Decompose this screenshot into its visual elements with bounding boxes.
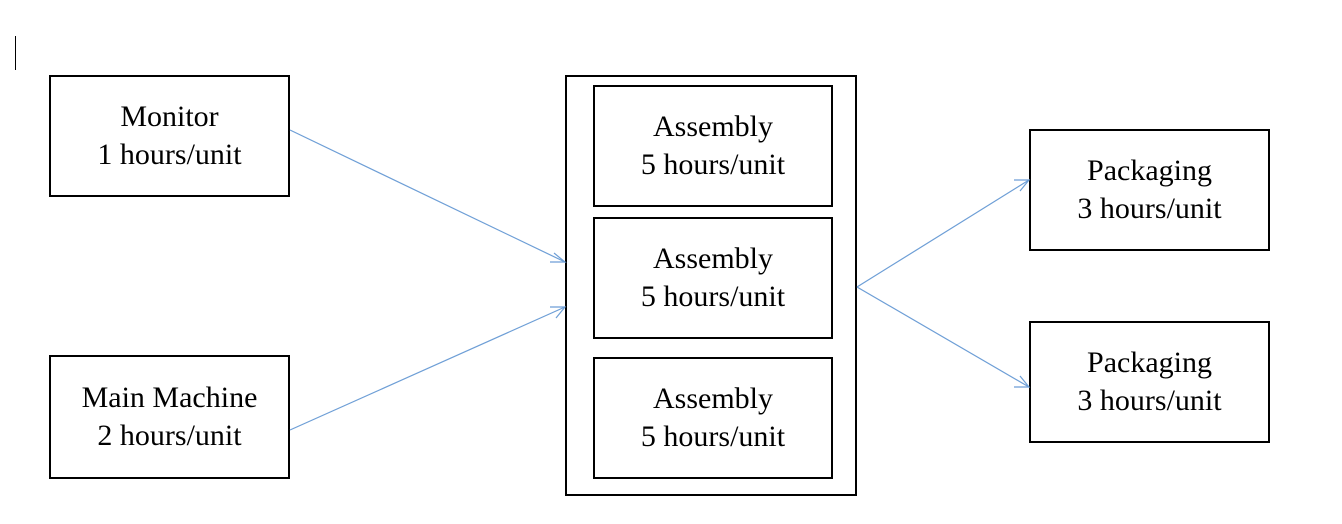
node-main-machine-name: Main Machine (81, 381, 258, 414)
node-assembly-2-rate: 5 hours/unit (640, 280, 786, 313)
node-assembly-1: Assembly 5 hours/unit (593, 85, 833, 207)
node-packaging-2: Packaging 3 hours/unit (1029, 321, 1270, 443)
node-assembly-3-name: Assembly (653, 382, 773, 415)
arrow-monitor-to-assembly (289, 129, 567, 263)
node-packaging-2-rate: 3 hours/unit (1077, 384, 1222, 417)
node-packaging-1-name: Packaging (1087, 154, 1212, 187)
node-assembly-2-name: Assembly (653, 242, 773, 275)
node-assembly-2: Assembly 5 hours/unit (593, 217, 833, 339)
node-main-machine-rate: 2 hours/unit (97, 419, 242, 452)
arrow-assembly-to-packaging-1 (856, 179, 1031, 288)
node-main-machine: Main Machine 2 hours/unit (49, 355, 290, 479)
node-monitor: Monitor 1 hours/unit (49, 75, 290, 197)
assembly-group (565, 75, 857, 496)
arrow-assembly-to-packaging-2 (856, 286, 1031, 388)
node-assembly-1-name: Assembly (653, 110, 773, 143)
node-monitor-rate: 1 hours/unit (97, 138, 242, 171)
text-cursor (15, 36, 16, 70)
node-packaging-1: Packaging 3 hours/unit (1029, 129, 1270, 251)
node-packaging-2-name: Packaging (1087, 346, 1212, 379)
node-monitor-name: Monitor (120, 100, 219, 133)
node-assembly-1-rate: 5 hours/unit (640, 148, 786, 181)
node-packaging-1-rate: 3 hours/unit (1077, 192, 1222, 225)
node-assembly-3: Assembly 5 hours/unit (593, 357, 833, 479)
node-assembly-3-rate: 5 hours/unit (640, 420, 786, 453)
arrow-main-machine-to-assembly (289, 306, 567, 431)
